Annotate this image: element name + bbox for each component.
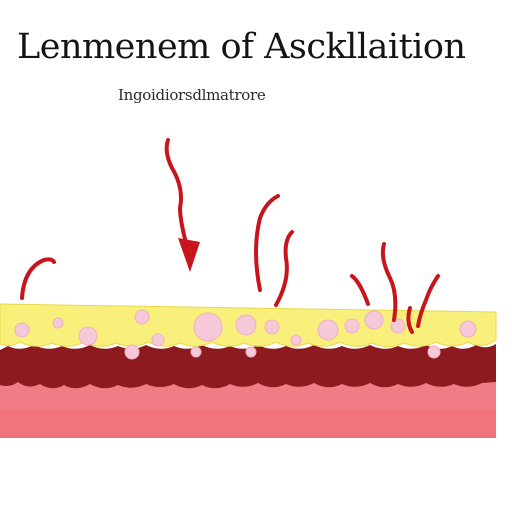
flow-line-right-3 [416,274,440,328]
dermis-lower-band [0,410,496,438]
flow-line-mid-1 [254,194,280,292]
arrow-head-center [178,238,200,272]
inflammation-arrows [20,138,440,334]
cell [459,320,477,338]
flow-line-right-2 [380,242,398,322]
cell [264,319,280,335]
cell [124,344,140,360]
tissue-bumps [0,355,489,384]
arrow-shaft-center [164,138,190,252]
flow-line-right-1 [350,274,370,306]
cell [344,318,360,334]
cell [190,346,202,358]
diagram-title: Lenmenem of Asckllaition [17,27,466,67]
cell [317,319,339,341]
cell [390,318,406,334]
cell [14,322,30,338]
cell [427,345,441,359]
cell [134,309,150,325]
cell [235,314,257,336]
cell [78,326,98,346]
cell [245,346,257,358]
cell [193,312,223,342]
flow-line-left [20,257,56,300]
cells-group [14,309,477,360]
cell [290,334,302,346]
cell [52,317,64,329]
flow-line-right-4 [406,306,414,334]
cell [364,310,384,330]
cell [151,333,165,347]
diagram-subtitle: Ingoidiorsdlmatrore [118,86,266,104]
flow-line-mid-2 [274,230,294,307]
